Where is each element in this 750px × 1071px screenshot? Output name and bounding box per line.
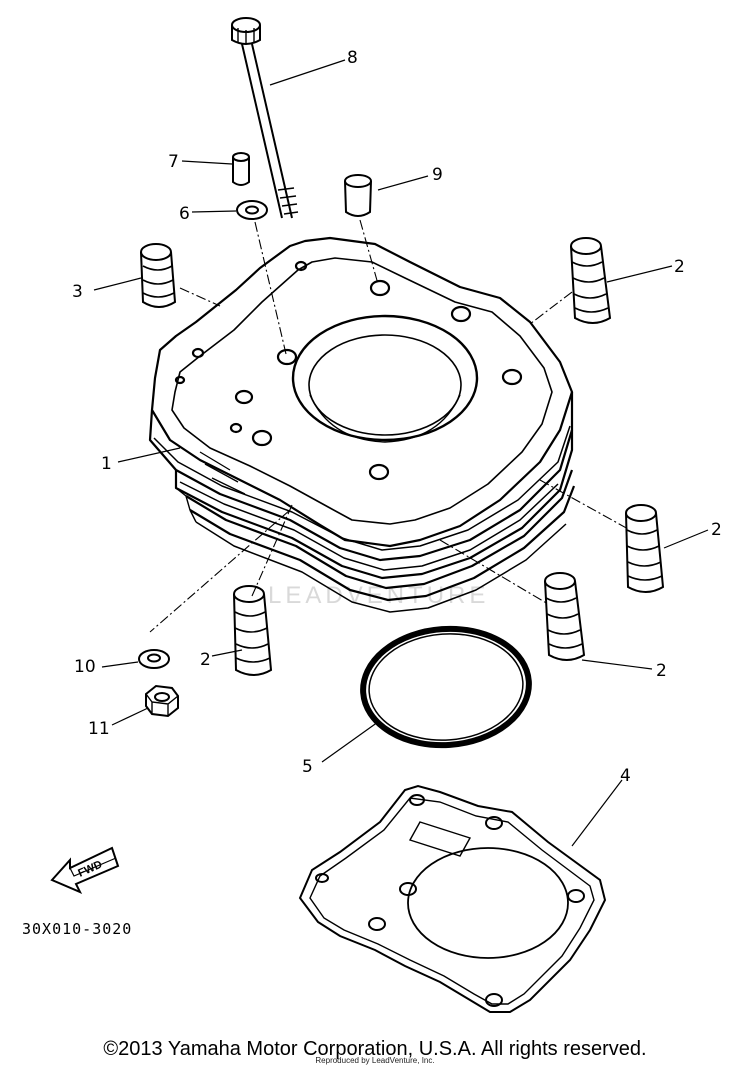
stud-2-right <box>625 504 665 593</box>
stud-2-upper-right <box>570 237 612 324</box>
washer-10 <box>138 649 170 669</box>
callout-3: 3 <box>72 282 83 302</box>
callout-1: 1 <box>101 454 112 474</box>
cylinder-block <box>148 236 576 613</box>
hex-nut <box>145 684 179 718</box>
callout-2-left: 2 <box>200 650 211 670</box>
cylinder-gasket <box>298 784 607 1013</box>
o-ring <box>360 625 532 749</box>
leader-lines <box>93 59 709 847</box>
callout-9: 9 <box>432 165 443 185</box>
callout-2-upper-right: 2 <box>674 257 685 277</box>
dowel-collar <box>344 174 372 217</box>
diagram-code: 30X010-3020 <box>22 920 132 938</box>
part-callouts: 1 2 2 2 2 3 4 5 6 7 8 9 10 11 <box>72 48 722 786</box>
callout-5: 5 <box>302 757 313 777</box>
callout-2-center: 2 <box>656 661 667 681</box>
callout-11: 11 <box>88 719 110 739</box>
callout-10: 10 <box>74 657 96 677</box>
callout-2-right: 2 <box>711 520 722 540</box>
stud-2-center <box>544 572 586 661</box>
callout-6: 6 <box>179 204 190 224</box>
callout-7: 7 <box>168 152 179 172</box>
reproduced-by-text: Reproduced by LeadVenture, Inc. <box>315 1056 435 1065</box>
alignment-lines <box>149 219 631 633</box>
through-bolt <box>231 17 299 219</box>
dowel-pin <box>232 152 250 186</box>
callout-4: 4 <box>620 766 631 786</box>
stud-2-left <box>233 585 273 676</box>
fwd-arrow-icon: FWD <box>50 846 120 894</box>
callout-8: 8 <box>347 48 358 68</box>
stud-3 <box>140 243 177 308</box>
copyright-text: ©2013 Yamaha Motor Corporation, U.S.A. A… <box>103 1038 647 1060</box>
washer-6 <box>236 200 268 220</box>
